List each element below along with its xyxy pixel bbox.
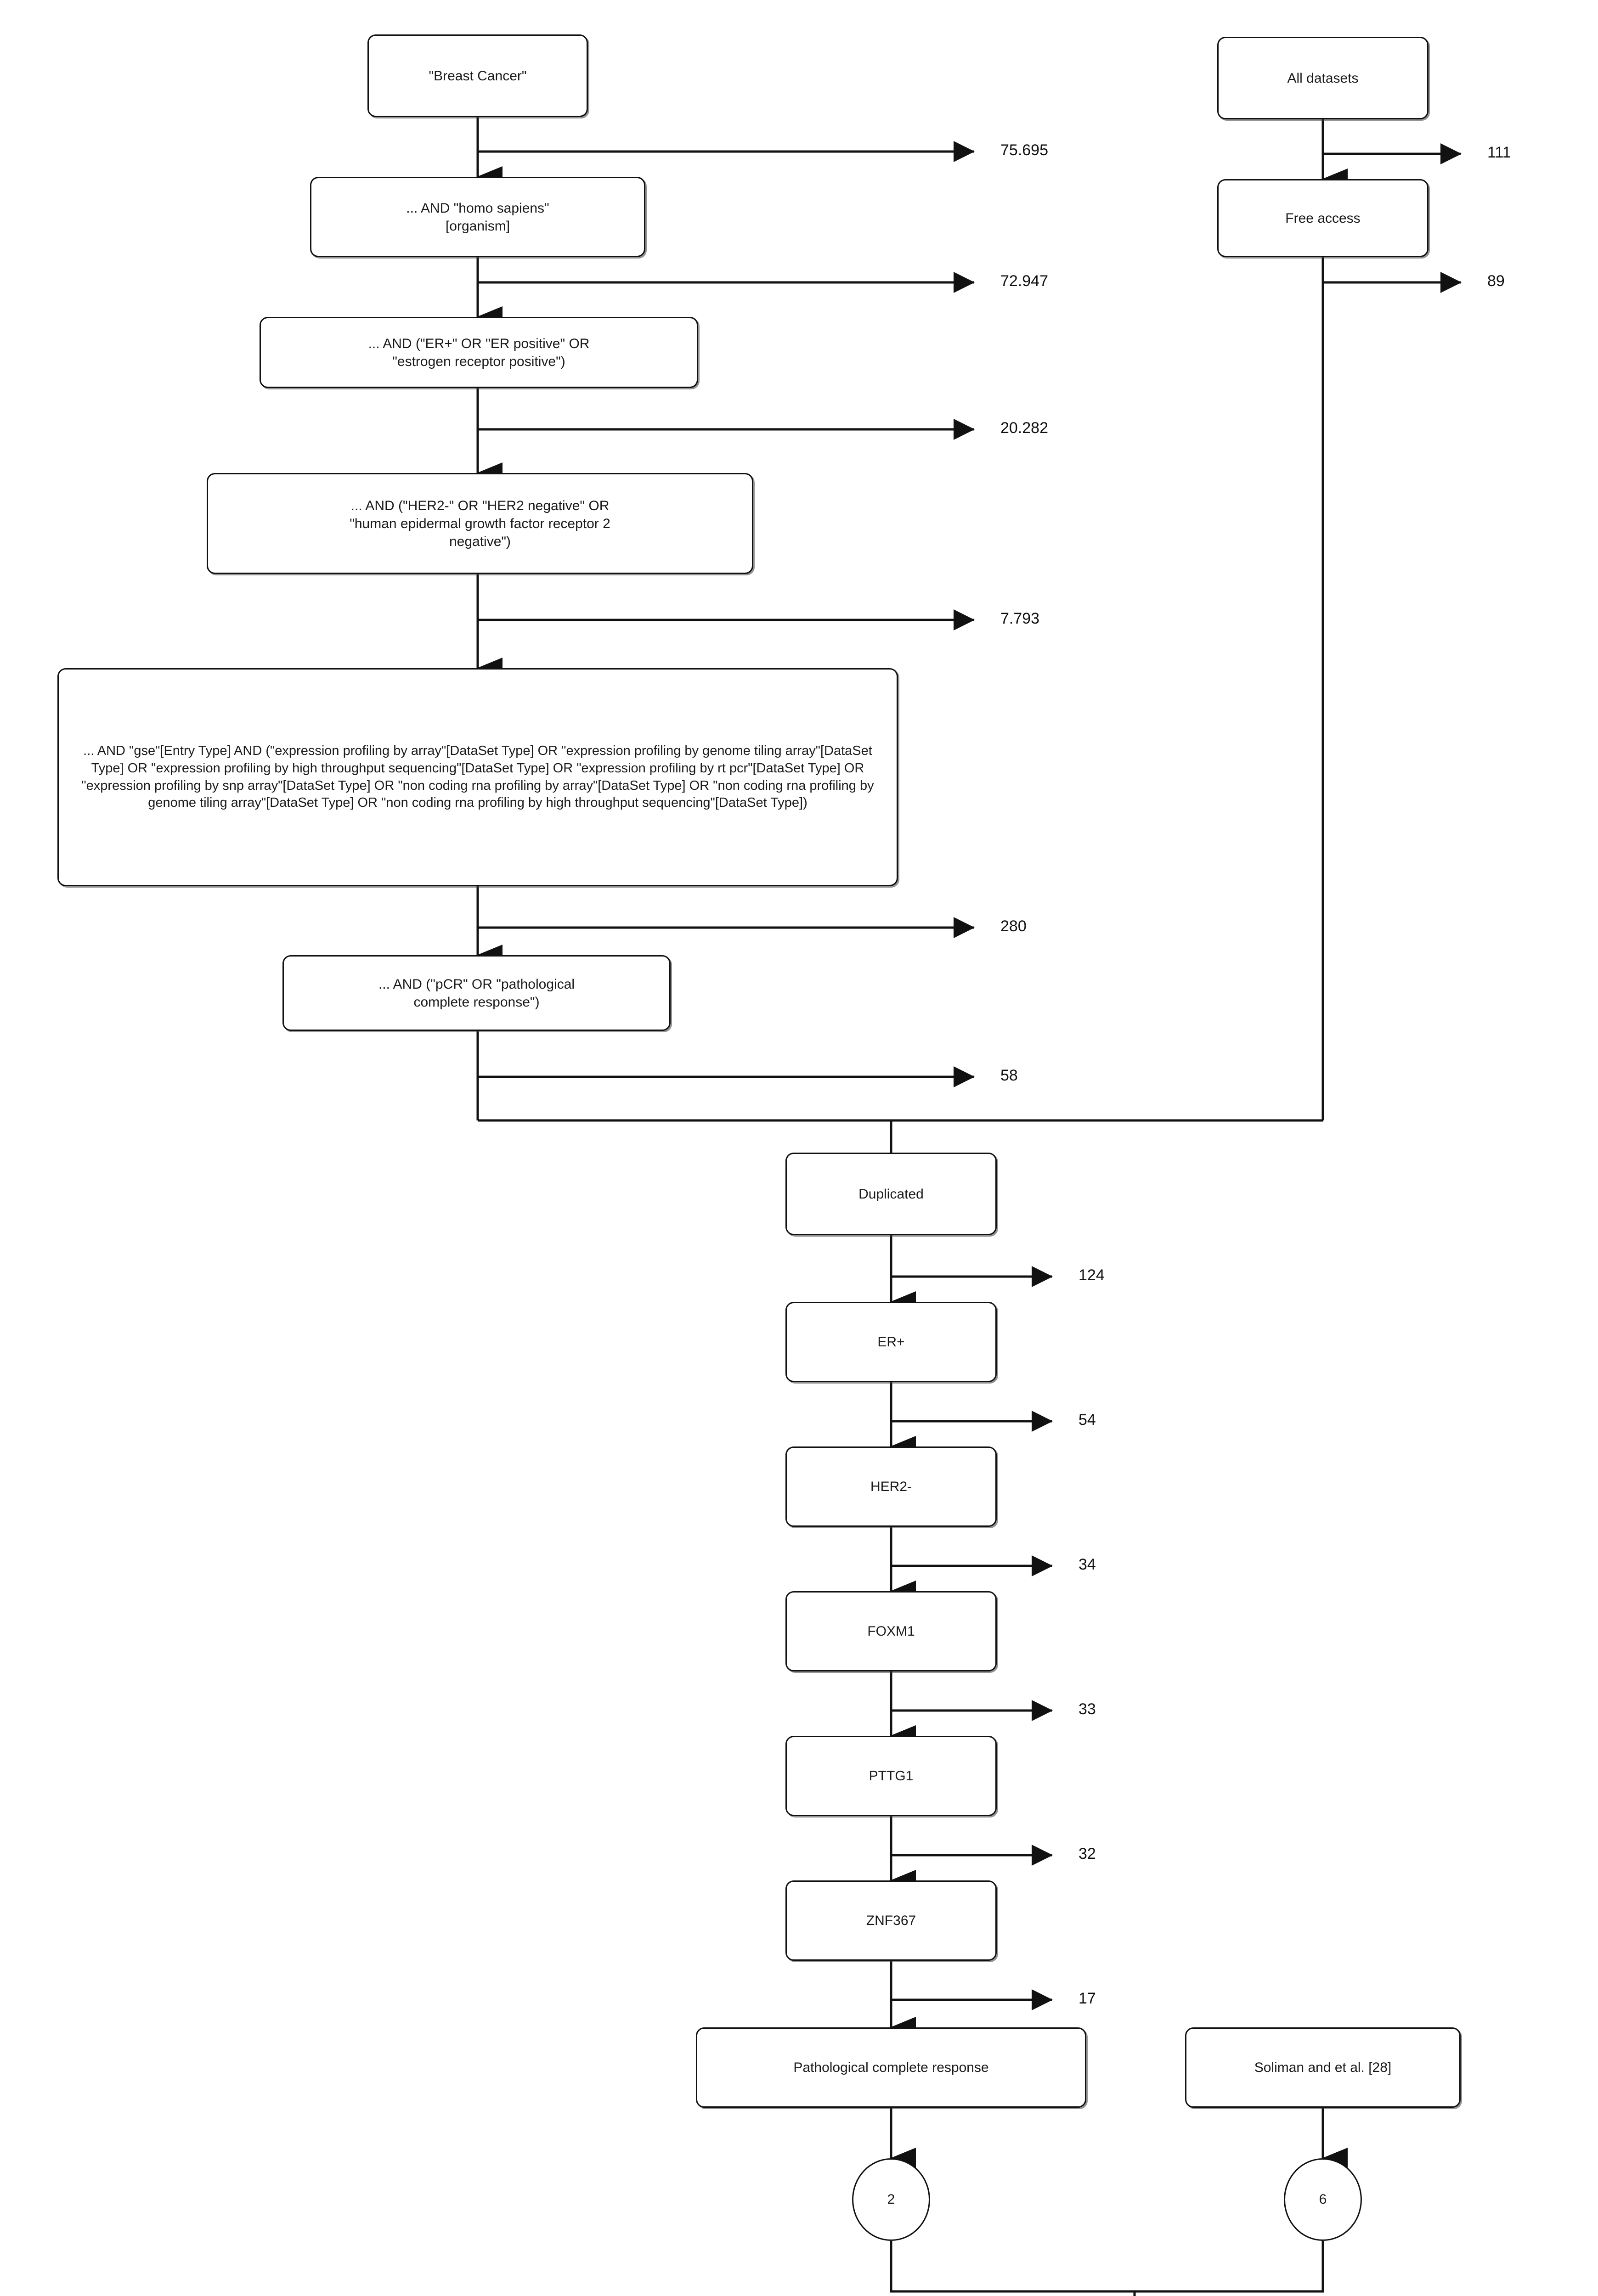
node-breast-cancer[interactable]: "Breast Cancer"	[367, 34, 588, 117]
node-soliman-source-label: Soliman and et al. [28]	[1254, 2060, 1392, 2075]
node-her2-minus-label: HER2-	[870, 1479, 912, 1494]
count-54: 54	[1079, 1411, 1096, 1429]
node-dataset-type-query-label: ... AND "gse"[Entry Type] AND ("expressi…	[81, 743, 874, 810]
circle-soliman-result[interactable]: 6	[1284, 2158, 1362, 2241]
count-7793: 7.793	[1000, 610, 1040, 627]
node-breast-cancer-label: "Breast Cancer"	[429, 68, 527, 84]
node-foxm1[interactable]: FOXM1	[785, 1591, 997, 1671]
node-znf367[interactable]: ZNF367	[785, 1880, 997, 1961]
node-free-access[interactable]: Free access	[1217, 179, 1429, 257]
count-111: 111	[1487, 144, 1511, 161]
circle-pcr-result-value: 2	[887, 2192, 895, 2207]
count-34: 34	[1079, 1556, 1096, 1573]
node-homo-sapiens[interactable]: ... AND "homo sapiens"[organism]	[310, 177, 645, 257]
node-all-datasets[interactable]: All datasets	[1217, 37, 1429, 119]
node-her2-negative-label: ... AND ("HER2-" OR "HER2 negative" OR"h…	[350, 498, 610, 549]
count-280: 280	[1000, 917, 1027, 935]
node-her2-minus[interactable]: HER2-	[785, 1446, 997, 1527]
node-er-plus-label: ER+	[877, 1334, 905, 1350]
node-er-plus[interactable]: ER+	[785, 1302, 997, 1382]
node-pttg1[interactable]: PTTG1	[785, 1736, 997, 1816]
count-58: 58	[1000, 1067, 1018, 1084]
node-dataset-type-query[interactable]: ... AND "gse"[Entry Type] AND ("expressi…	[57, 668, 898, 886]
count-72947: 72.947	[1000, 272, 1048, 290]
node-free-access-label: Free access	[1285, 210, 1361, 226]
count-33: 33	[1079, 1700, 1096, 1718]
circle-soliman-result-value: 6	[1319, 2192, 1327, 2207]
count-124: 124	[1079, 1266, 1105, 1284]
count-17: 17	[1079, 1990, 1096, 2007]
node-pathological-complete-response[interactable]: Pathological complete response	[696, 2027, 1086, 2108]
count-32: 32	[1079, 1845, 1096, 1863]
node-znf367-label: ZNF367	[866, 1913, 916, 1928]
node-duplicated-1[interactable]: Duplicated	[785, 1153, 997, 1235]
circle-pcr-result[interactable]: 2	[852, 2158, 930, 2241]
node-pttg1-label: PTTG1	[869, 1768, 914, 1784]
node-homo-sapiens-label: ... AND "homo sapiens"[organism]	[406, 200, 549, 234]
node-her2-negative[interactable]: ... AND ("HER2-" OR "HER2 negative" OR"h…	[207, 473, 753, 574]
count-20282: 20.282	[1000, 419, 1048, 437]
node-foxm1-label: FOXM1	[867, 1624, 915, 1639]
node-er-positive-label: ... AND ("ER+" OR "ER positive" OR"estro…	[368, 336, 590, 369]
node-all-datasets-label: All datasets	[1287, 70, 1359, 86]
node-pathological-complete-response-label: Pathological complete response	[793, 2060, 989, 2075]
count-89: 89	[1487, 272, 1505, 290]
node-soliman-source[interactable]: Soliman and et al. [28]	[1185, 2027, 1461, 2108]
count-75695: 75.695	[1000, 141, 1048, 159]
node-duplicated-1-label: Duplicated	[858, 1186, 924, 1202]
node-er-positive[interactable]: ... AND ("ER+" OR "ER positive" OR"estro…	[260, 317, 698, 388]
